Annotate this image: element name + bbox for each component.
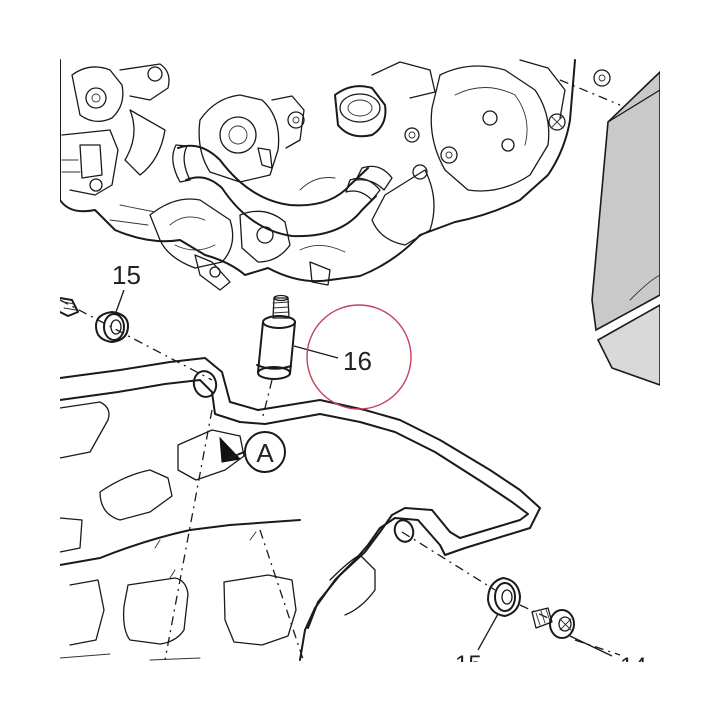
rubber-washer-top (59, 297, 129, 343)
highlight-circle (306, 304, 412, 410)
skid-plate (59, 357, 541, 661)
right-crop-mask (660, 0, 720, 720)
bottom-crop-mask (0, 662, 720, 720)
view-arrow-a: A (219, 431, 286, 473)
assembly-centerlines (59, 79, 621, 666)
engine-assembly (59, 59, 611, 291)
view-marker-label: A (256, 438, 274, 468)
left-crop-mask (0, 0, 60, 720)
callout-spacer: 16 (343, 346, 372, 376)
fender-panel (591, 70, 661, 387)
callout-washer-top: 15 (112, 260, 141, 290)
view-marker-circle (244, 431, 286, 473)
rubber-washer-bottom (487, 577, 521, 617)
top-crop-mask (0, 0, 720, 58)
threaded-spacer (256, 294, 296, 380)
flange-screw (531, 607, 575, 639)
callouts: 15 16 15 14 (112, 260, 647, 680)
